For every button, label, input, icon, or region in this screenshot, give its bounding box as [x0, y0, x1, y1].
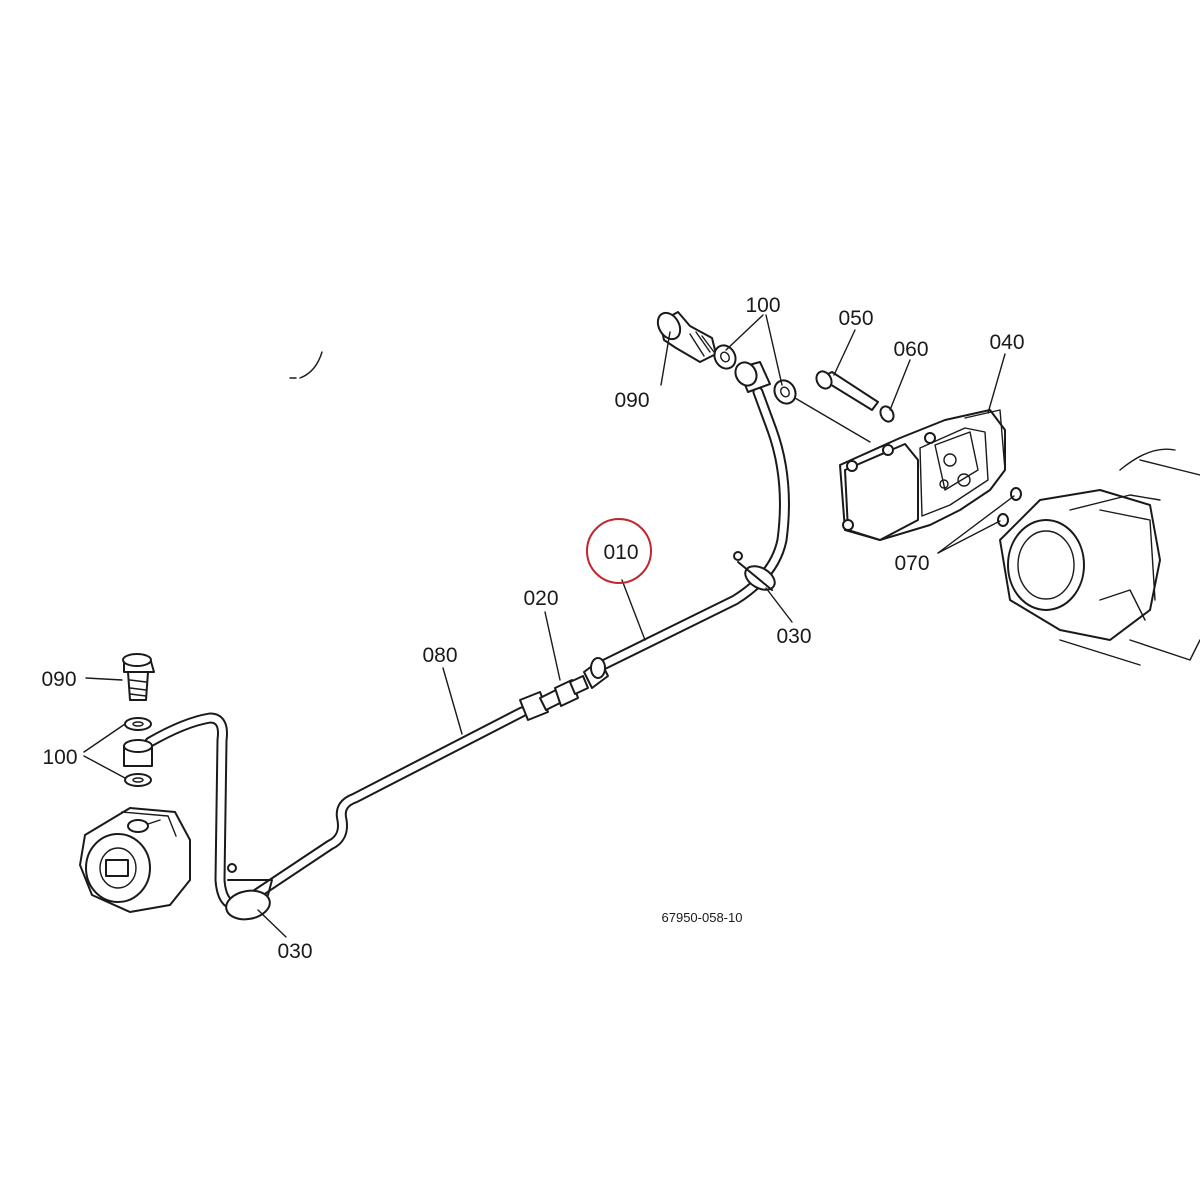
callout-050[interactable]: 050	[838, 307, 873, 330]
banjo-eye-right	[734, 361, 771, 393]
callout-080[interactable]: 080	[422, 644, 457, 667]
hydraulic-pump-left	[79, 807, 191, 913]
callout-010[interactable]: 010	[603, 541, 638, 564]
stray-mark	[299, 351, 323, 379]
washer-060	[879, 405, 895, 423]
callout-040[interactable]: 040	[989, 331, 1024, 354]
banjo-eye-left	[123, 739, 153, 767]
drawing-number: 67950-058-10	[662, 910, 743, 925]
washer-100-left	[124, 717, 152, 787]
pipe-080	[144, 706, 528, 911]
o-ring-070	[997, 487, 1022, 527]
main-pump-body	[999, 448, 1200, 666]
housing-040	[839, 409, 1006, 541]
banjo-bolt-090-right	[656, 311, 717, 363]
leader-lines	[83, 314, 1015, 938]
pipe-010	[597, 386, 790, 671]
banjo-bolt-090-left	[122, 653, 155, 701]
callout-030-right[interactable]: 030	[776, 625, 811, 648]
highlight-circle	[586, 518, 652, 584]
callout-020[interactable]: 020	[523, 587, 558, 610]
callout-030-left[interactable]: 030	[277, 940, 312, 963]
bolt-050	[815, 370, 879, 411]
guide-line	[794, 397, 871, 443]
callout-060[interactable]: 060	[893, 338, 928, 361]
callout-090-left[interactable]: 090	[41, 668, 76, 691]
callout-100-right[interactable]: 100	[745, 294, 780, 317]
clamp-030-right	[733, 551, 776, 591]
clamp-030-left	[225, 863, 273, 921]
washer-100-right	[713, 344, 797, 405]
callout-070[interactable]: 070	[894, 552, 929, 575]
union-fitting-020	[519, 657, 609, 721]
callout-100-left[interactable]: 100	[42, 746, 77, 769]
callout-090-right[interactable]: 090	[614, 389, 649, 412]
